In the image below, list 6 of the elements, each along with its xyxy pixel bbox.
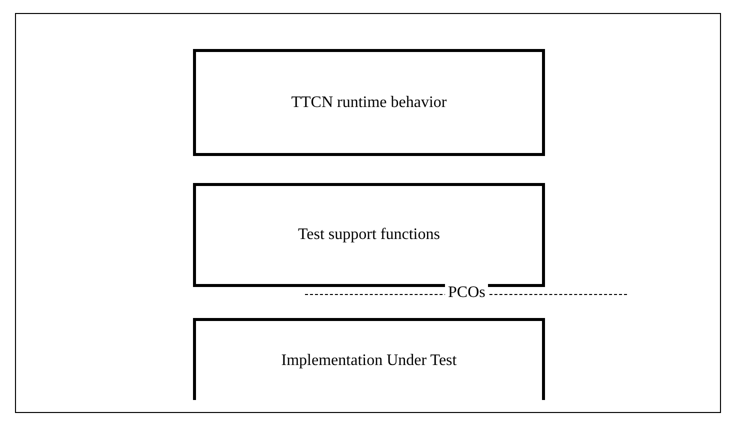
layer-box [193, 49, 545, 156]
box-label: Implementation Under Test [281, 352, 457, 370]
box-label: Test support functions [298, 226, 440, 244]
layer-box [193, 183, 545, 287]
box-label: TTCN runtime behavior [291, 94, 447, 112]
open-box [193, 318, 545, 400]
